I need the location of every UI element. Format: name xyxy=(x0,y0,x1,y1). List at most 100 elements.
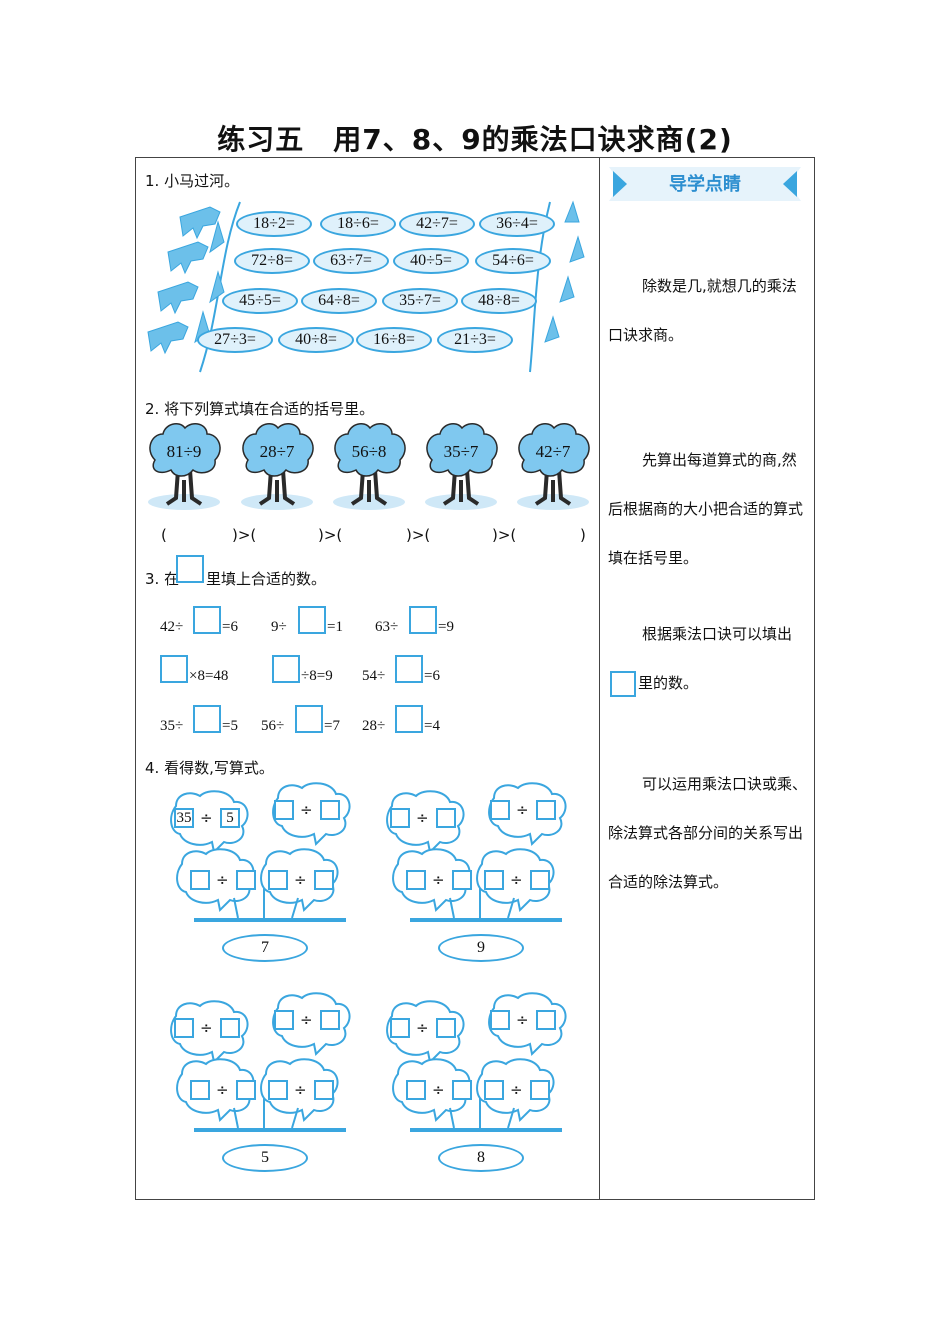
divisor-box[interactable] xyxy=(236,870,256,890)
answer-input-box[interactable] xyxy=(298,606,326,634)
q1-oval: 40÷8= xyxy=(278,327,354,353)
divisor-box[interactable] xyxy=(452,870,472,890)
q1-oval: 18÷2= xyxy=(236,211,312,237)
equation-prefix: 35÷ xyxy=(160,718,184,734)
dividend-box[interactable] xyxy=(490,1010,510,1030)
answer-input-box[interactable] xyxy=(160,655,188,683)
page-title: 练习五 用7、8、9的乘法口诀求商(2) xyxy=(217,123,733,156)
equation-prefix: 9÷ xyxy=(271,619,287,635)
dividend-box[interactable] xyxy=(390,808,410,828)
answer-box-icon xyxy=(610,670,636,697)
equation-suffix: =6 xyxy=(222,619,238,635)
dividend-box[interactable] xyxy=(174,1018,194,1038)
answer-input-box[interactable] xyxy=(193,606,221,634)
worksheet-frame xyxy=(135,157,815,1200)
paren-gt-2: )>( xyxy=(318,526,343,544)
q1-oval: 63÷7= xyxy=(313,248,389,274)
division-sign: ÷ xyxy=(294,1081,307,1099)
q1-oval: 27÷3= xyxy=(197,327,273,353)
answer-box-icon xyxy=(176,555,204,583)
divisor-box[interactable] xyxy=(220,808,240,828)
example-divisor: 5 xyxy=(226,810,234,826)
river-illustration xyxy=(147,200,585,373)
q1-oval: 72÷8= xyxy=(234,248,310,274)
q1-oval: 45÷5= xyxy=(222,288,298,314)
q1-oval: 16÷8= xyxy=(356,327,432,353)
divisor-box[interactable] xyxy=(236,1080,256,1100)
division-sign: ÷ xyxy=(300,1011,313,1029)
q1-oval: 40÷5= xyxy=(393,248,469,274)
divisor-box[interactable] xyxy=(436,808,456,828)
divisor-box[interactable] xyxy=(530,870,550,890)
question-4-label: 4. 看得数,写算式。 xyxy=(145,759,274,777)
divisor-box[interactable] xyxy=(220,1018,240,1038)
division-sign: ÷ xyxy=(200,1019,213,1037)
leaf-cluster-icon xyxy=(170,782,351,922)
dividend-box[interactable] xyxy=(390,1018,410,1038)
equation-suffix: ×8=48 xyxy=(189,668,229,684)
tree-icon xyxy=(148,423,221,510)
divisor-box[interactable] xyxy=(320,800,340,820)
dividend-box[interactable] xyxy=(268,1080,288,1100)
tree-icon xyxy=(333,423,406,510)
tip-1: 除数是几,就想几的乘法口诀求商。 xyxy=(608,277,797,344)
target-result: 5 xyxy=(222,1144,308,1172)
answer-input-box[interactable] xyxy=(193,705,221,733)
target-result: 8 xyxy=(438,1144,524,1172)
paren-close: ) xyxy=(580,526,586,544)
dividend-box[interactable] xyxy=(190,1080,210,1100)
division-sign: ÷ xyxy=(416,1019,429,1037)
division-sign: ÷ xyxy=(294,871,307,889)
divisor-box[interactable] xyxy=(536,800,556,820)
q1-oval: 35÷7= xyxy=(382,288,458,314)
paren-gt-4: )>( xyxy=(492,526,517,544)
tree-equation: 42÷7 xyxy=(535,442,571,461)
divisor-box[interactable] xyxy=(436,1018,456,1038)
dividend-box[interactable] xyxy=(174,808,194,828)
division-sign: ÷ xyxy=(416,809,429,827)
divisor-box[interactable] xyxy=(536,1010,556,1030)
tip-2: 先算出每道算式的商,然后根据商的大小把合适的算式填在括号里。 xyxy=(608,451,804,567)
target-result: 9 xyxy=(438,934,524,962)
divisor-box[interactable] xyxy=(320,1010,340,1030)
dividend-box[interactable] xyxy=(484,870,504,890)
tree-equation: 35÷7 xyxy=(443,442,479,461)
division-sign: ÷ xyxy=(216,871,229,889)
side-banner-title: 导学点睛 xyxy=(669,174,741,195)
divisor-box[interactable] xyxy=(530,1080,550,1100)
target-result: 7 xyxy=(222,934,308,962)
answer-input-box[interactable] xyxy=(395,705,423,733)
question-1-label: 1. 小马过河。 xyxy=(145,172,240,190)
divisor-box[interactable] xyxy=(314,870,334,890)
answer-input-box[interactable] xyxy=(272,655,300,683)
equation-suffix: ÷8=9 xyxy=(301,668,333,684)
dividend-box[interactable] xyxy=(406,1080,426,1100)
dividend-box[interactable] xyxy=(406,870,426,890)
answer-input-box[interactable] xyxy=(295,705,323,733)
dividend-box[interactable] xyxy=(490,800,510,820)
divisor-box[interactable] xyxy=(314,1080,334,1100)
dividend-box[interactable] xyxy=(484,1080,504,1100)
dividend-box[interactable] xyxy=(268,870,288,890)
answer-input-box[interactable] xyxy=(409,606,437,634)
equation-suffix: =4 xyxy=(424,718,440,734)
tip-3-post: 里的数。 xyxy=(638,674,699,692)
tree-icon xyxy=(517,423,590,510)
equation-prefix: 28÷ xyxy=(362,718,386,734)
tip-3: 根据乘法口诀可以填出里的数。 xyxy=(608,610,798,708)
answer-input-box[interactable] xyxy=(395,655,423,683)
divisor-box[interactable] xyxy=(452,1080,472,1100)
equation-prefix: 42÷ xyxy=(160,619,184,635)
dividend-box[interactable] xyxy=(274,800,294,820)
question-3-label-pre: 3. 在 xyxy=(145,570,180,588)
equation-suffix: =7 xyxy=(324,718,340,734)
leaf-cluster-icon xyxy=(386,782,567,922)
dividend-box[interactable] xyxy=(274,1010,294,1030)
tip-3-pre: 根据乘法口诀可以填出 xyxy=(642,625,793,643)
division-sign: ÷ xyxy=(432,871,445,889)
equation-suffix: =9 xyxy=(438,619,454,635)
dividend-box[interactable] xyxy=(190,870,210,890)
equation-suffix: =6 xyxy=(424,668,440,684)
equation-prefix: 54÷ xyxy=(362,668,386,684)
tree-icon xyxy=(241,423,314,510)
